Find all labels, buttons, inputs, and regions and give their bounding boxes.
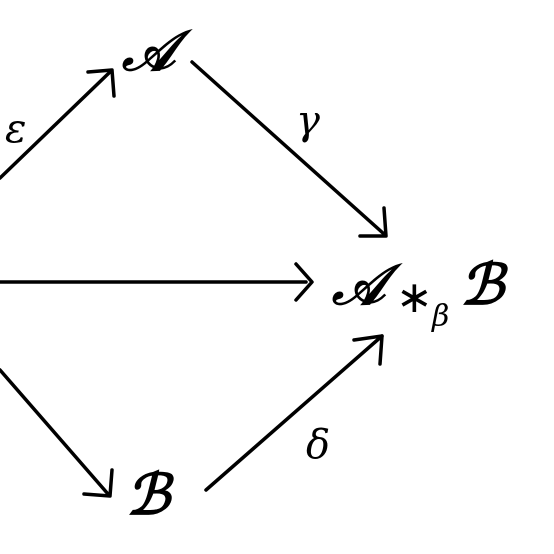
node-product: 𝒜 ∗ β ℬ [331, 252, 509, 334]
product-operator: ∗ [396, 272, 433, 323]
arrow-epsilon [0, 68, 116, 180]
label-delta: δ [306, 422, 330, 468]
node-b: ℬ [126, 462, 175, 528]
product-left-symbol: 𝒜 [331, 252, 403, 318]
arrow-horizontal [0, 262, 314, 302]
arrow-gamma [190, 60, 388, 238]
label-epsilon: ε [5, 106, 26, 152]
arrow-lower-left [0, 368, 114, 498]
label-gamma: γ [296, 98, 320, 144]
node-a: 𝒜 [121, 18, 193, 84]
arrow-delta [204, 334, 384, 492]
product-right-symbol: ℬ [460, 252, 509, 318]
product-subscript: β [431, 299, 449, 334]
